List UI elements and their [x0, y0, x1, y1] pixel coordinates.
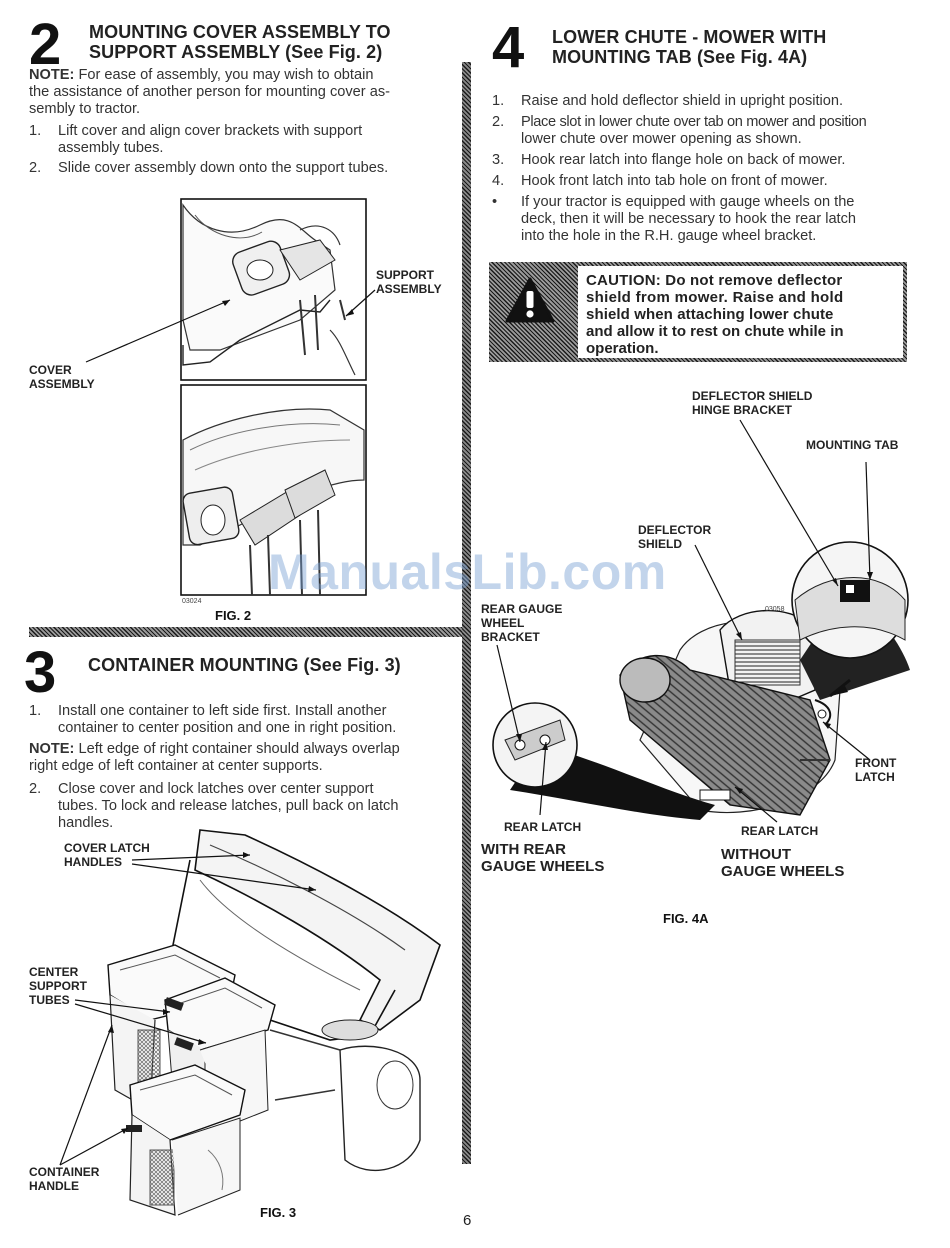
section-divider: [29, 627, 466, 637]
step: 1. Raise and hold deflector shield in up…: [492, 93, 844, 109]
section-3-number: 3: [24, 640, 57, 705]
section-3-steps: 1. Install one container to left side fi…: [29, 703, 449, 843]
fig-3-caption: FIG. 3: [260, 1205, 297, 1220]
fig-3-label-center-support: CENTER SUPPORT TUBES: [29, 965, 88, 1007]
section-4-title-line1: LOWER CHUTE - MOWER WITH: [552, 27, 827, 47]
section-2-note: NOTE: For ease of assembly, you may wish…: [29, 67, 449, 118]
fig-2-label-support: SUPPORT ASSEMBLY: [376, 268, 442, 296]
fig-2-caption: FIG. 2: [215, 608, 252, 623]
fig-4a-label-front-latch: FRONT LATCH: [855, 756, 897, 784]
fig-4a-label-without: WITHOUT GAUGE WHEELS: [721, 846, 845, 880]
fig-4a-label-rear-latch-left: REAR LATCH: [504, 820, 582, 834]
section-2-title-line1: MOUNTING COVER ASSEMBLY TO: [89, 22, 391, 42]
fig-4a-label-mounting-tab: MOUNTING TAB: [806, 438, 899, 452]
section-3-note: NOTE: Left edge of right container shoul…: [29, 741, 400, 774]
column-divider: [462, 62, 471, 1164]
fig-2-label-cover: COVER ASSEMBLY: [29, 363, 95, 391]
fig-4a-label-rear-latch-right: REAR LATCH: [741, 824, 819, 838]
warning-icon: [505, 277, 555, 323]
page-number: 6: [463, 1212, 472, 1229]
step: 1. Lift cover and align cover brackets w…: [29, 123, 363, 156]
fig-3-label-cover-latch: COVER LATCH HANDLES: [64, 841, 150, 869]
fig-4a-label-with-rear: WITH REAR GAUGE WHEELS: [481, 841, 605, 875]
section-4-title-line2: MOUNTING TAB (See Fig. 4A): [552, 47, 808, 67]
section-2-number: 2: [29, 12, 62, 77]
section-2-steps: 1. Lift cover and align cover brackets w…: [29, 123, 449, 183]
caution-text: CAUTION: Do not remove deflector shield …: [586, 272, 844, 357]
step: 2. Place slot in lower chute over tab on…: [492, 114, 867, 147]
fig-3-label-container-handle: CONTAINER HANDLE: [29, 1165, 100, 1193]
fig-4a-caption: FIG. 4A: [663, 911, 709, 926]
section-4-number: 4: [492, 15, 525, 80]
section-2-title-line2: SUPPORT ASSEMBLY (See Fig. 2): [89, 42, 383, 62]
watermark: ManualsLib.com: [268, 544, 667, 600]
note-label: NOTE:: [29, 67, 75, 83]
caution-text-area: [578, 266, 903, 358]
fig-2-illustration: [85, 198, 376, 596]
section-2-title: MOUNTING COVER ASSEMBLY TO SUPPORT ASSEM…: [89, 22, 391, 62]
step: 1. Install one container to left side fi…: [29, 703, 397, 736]
fig-2-code: 03024: [182, 598, 202, 605]
fig-4a-label-deflector-shield: DEFLECTOR SHIELD: [638, 523, 712, 551]
fig-4a-code: 03058: [765, 606, 785, 613]
step: 2. Slide cover assembly down onto the su…: [29, 160, 389, 176]
fig-4a-label-hinge-bracket: DEFLECTOR SHIELD HINGE BRACKET: [692, 389, 813, 417]
note-text-3: sembly to tractor.: [29, 101, 141, 117]
step: 2. Close cover and lock latches over cen…: [29, 781, 399, 831]
section-3-title: CONTAINER MOUNTING (See Fig. 3): [88, 655, 401, 675]
step: 3. Hook rear latch into flange hole on b…: [492, 152, 846, 168]
section-4-title: LOWER CHUTE - MOWER WITH MOUNTING TAB (S…: [552, 27, 826, 67]
step: 4. Hook front latch into tab hole on fro…: [492, 173, 828, 189]
note-text-2: the assistance of another person for mou…: [29, 84, 390, 100]
fig-4a-label-rear-gauge: REAR GAUGE WHEEL BRACKET: [481, 602, 563, 644]
note-text-1: For ease of assembly, you may wish to ob…: [78, 67, 374, 83]
section-4-steps: 1. Raise and hold deflector shield in up…: [492, 93, 912, 253]
step-bullet: • If your tractor is equipped with gauge…: [492, 194, 857, 244]
